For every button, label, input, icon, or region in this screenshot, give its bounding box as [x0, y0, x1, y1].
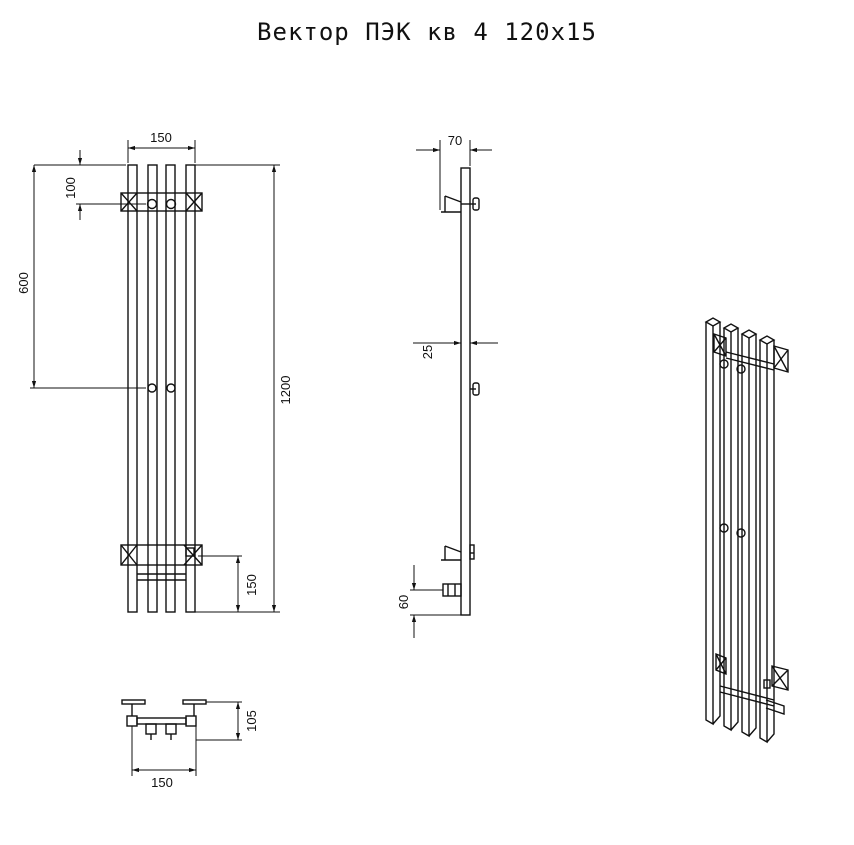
dim-side-bottom: [410, 565, 468, 638]
dim-front-600: [30, 165, 146, 389]
dim-side-depth-label: 70: [448, 133, 462, 148]
dim-top-depth: [196, 701, 242, 741]
iso-tube: [740, 329, 758, 738]
iso-tube: [722, 323, 740, 732]
dim-top-depth-label: 105: [244, 710, 259, 732]
front-view: [30, 140, 280, 613]
dim-side-depth: [416, 140, 492, 210]
iso-mid-pin: [736, 528, 746, 538]
dim-front-1200-label: 1200: [278, 376, 293, 405]
iso-mid-pin: [719, 523, 729, 533]
iso-tube: [704, 317, 722, 726]
front-mid-pin-left: [147, 383, 157, 393]
dim-front-top-label: 100: [63, 177, 78, 199]
side-bottom-mount: [441, 544, 475, 597]
side-view: [410, 140, 498, 638]
side-top-mount: [441, 195, 480, 213]
front-bottom-mount: [120, 544, 203, 581]
dim-top-width: [131, 726, 197, 776]
dim-front-width: [127, 140, 196, 163]
iso-tube: [758, 335, 776, 744]
isometric-view: [704, 317, 789, 744]
iso-bottom-mount: [715, 652, 789, 715]
dim-front-600-label: 600: [16, 272, 31, 294]
front-mid-pin-right: [166, 383, 176, 393]
dim-front-bottom-label: 150: [244, 574, 259, 596]
front-top-mount: [120, 192, 203, 212]
drawing-title: Вектор ПЭК кв 4 120x15: [257, 18, 597, 46]
dim-front-bottom: [198, 555, 242, 612]
side-mid-pin: [470, 382, 480, 396]
dim-top-width-label: 150: [151, 775, 173, 790]
dim-side-bottom-label: 60: [396, 595, 411, 609]
top-view: [121, 699, 242, 776]
dim-front-top: [34, 150, 146, 220]
dim-front-width-label: 150: [150, 130, 172, 145]
side-tube: [460, 167, 471, 616]
iso-top-mount: [713, 333, 789, 374]
dim-front-1200: [195, 164, 280, 613]
dim-side-tube-label: 25: [420, 345, 435, 359]
